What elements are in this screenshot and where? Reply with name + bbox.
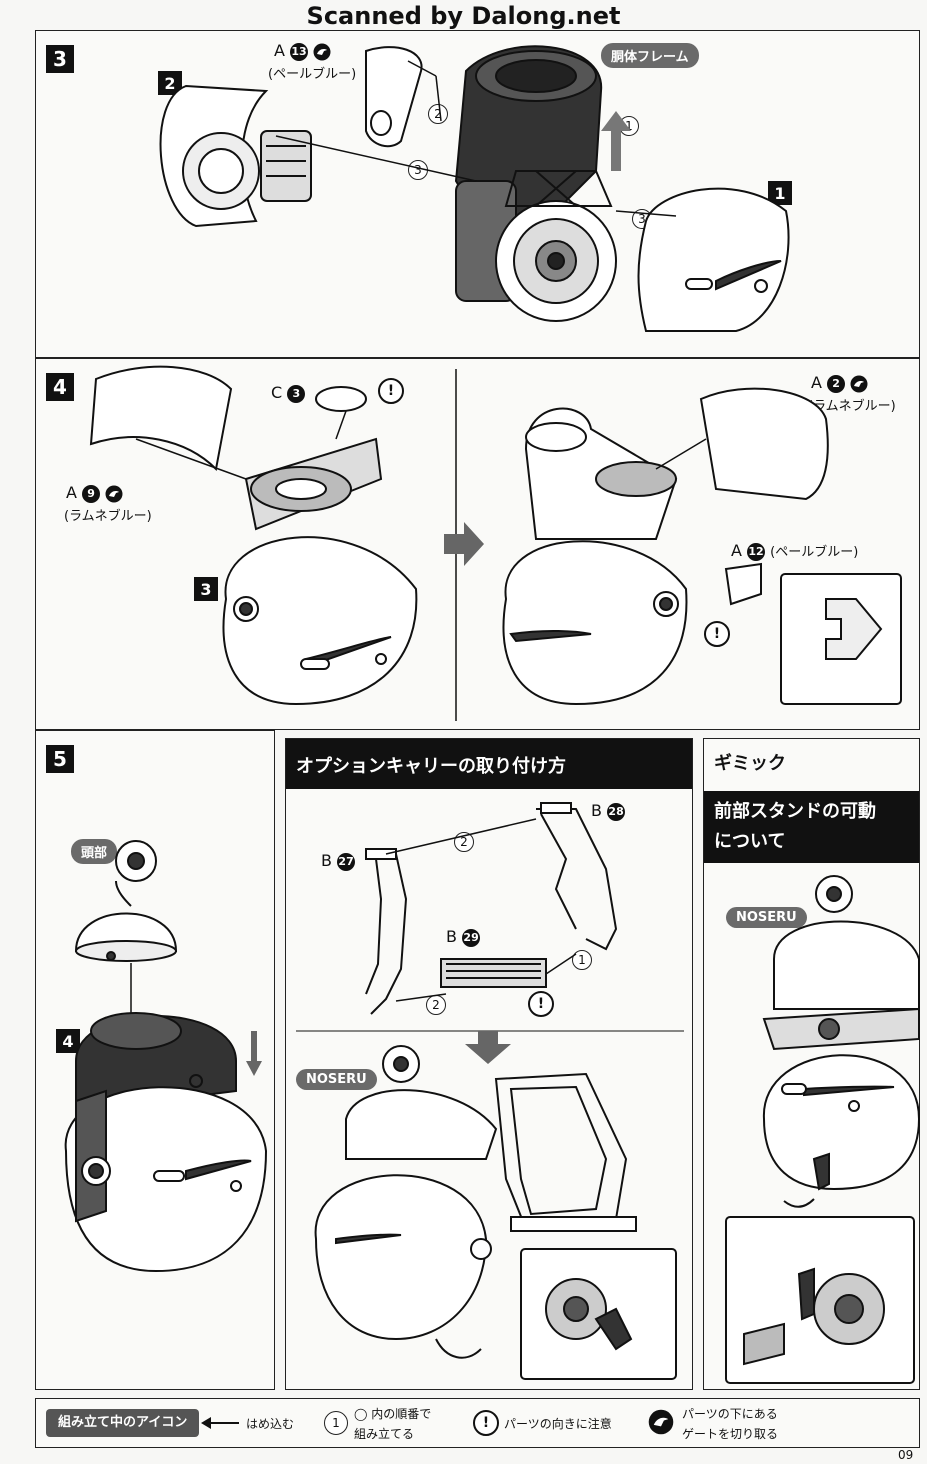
gimmick-panel: ギミック 前部スタンドの可動 について NOSERU	[703, 738, 921, 1390]
part-b28-label: B 28	[591, 801, 626, 821]
part-b29-label: B 29	[446, 927, 481, 947]
caution-icon: !	[378, 378, 404, 404]
step3-illustration	[159, 45, 790, 332]
step-number: 4	[46, 373, 74, 401]
part-a12-label: A 12 (ペールブルー)	[731, 541, 859, 561]
legend-order-line1: ◯ 内の順番で	[354, 1407, 432, 1421]
legend-caution: パーツの向きに注意	[504, 1417, 612, 1431]
snap-in-arrow-icon	[201, 1417, 239, 1429]
step-4-panel: 4 3 C 3 ! A 9 (ラムネブルー) A 2 (ラムネブルー) A 12…	[35, 358, 920, 730]
assembled-robot-drawing	[64, 1012, 268, 1273]
step-number: 5	[46, 745, 74, 773]
part-a9-color: (ラムネブルー)	[64, 509, 152, 524]
noseru-robot-drawing	[314, 1045, 637, 1341]
option-carry-title: オプションキャリーの取り付け方	[286, 739, 692, 789]
gimmick-illustration	[725, 875, 921, 1384]
step4-illustration	[89, 365, 902, 721]
step-5-panel: 5 頭部 4	[35, 730, 275, 1390]
seq-marker: 2	[428, 104, 448, 124]
option-carry-illustration	[296, 802, 684, 1380]
step-number: 3	[46, 45, 74, 73]
ref-step-3: 3	[194, 577, 218, 601]
step-3-panel: 3 2 1 胴体フレーム A 13 (ペールブルー) 2 1 3 3	[35, 30, 920, 358]
head-drawing	[74, 840, 178, 962]
robot-body-left	[89, 365, 418, 706]
gate-cut-icon	[105, 485, 123, 503]
side-shell-drawing	[159, 84, 312, 228]
frame-label: 胴体フレーム	[601, 43, 699, 68]
noseru-label: NOSERU	[726, 907, 807, 928]
gimmick-subtitle: 前部スタンドの可動 について	[704, 791, 919, 863]
order-circle-icon: 1	[324, 1411, 348, 1435]
part-a9-label: A 9	[66, 483, 123, 503]
part-c3-label: C 3	[271, 383, 306, 403]
legend-order-line2: 組み立てる	[354, 1427, 415, 1441]
robot-body-right	[502, 387, 829, 706]
ref-step-2: 2	[158, 71, 182, 95]
gate-cut-icon	[648, 1409, 674, 1435]
caution-icon: !	[528, 991, 554, 1017]
noseru-label: NOSERU	[296, 1069, 377, 1090]
gate-cut-icon	[313, 43, 331, 61]
page-number: 09	[898, 1448, 914, 1462]
part-a2-label: A 2	[811, 373, 868, 393]
option-carry-panel: オプションキャリーの取り付け方 B 27 B 28 B 29 2 2 1 ! N…	[285, 738, 693, 1390]
scan-credit: Scanned by Dalong.net	[0, 2, 927, 32]
front-shell-drawing	[637, 187, 790, 332]
head-label: 頭部	[71, 839, 118, 864]
rotation-detail	[435, 1248, 677, 1380]
body-frame-drawing	[454, 45, 617, 322]
part-a13-label: A 13	[274, 41, 331, 61]
legend-snap-in: はめ込む	[246, 1417, 295, 1431]
caution-icon: !	[473, 1410, 499, 1436]
part-a13-color: (ペールブルー)	[268, 67, 357, 82]
ref-step-4: 4	[56, 1029, 80, 1053]
gimmick-robot-drawing	[725, 875, 921, 1384]
part-a2-color: (ラムネブルー)	[808, 399, 896, 414]
detail-callout	[780, 573, 902, 705]
part-b27-label: B 27	[321, 851, 356, 871]
legend-gate-line2: ゲートを切り取る	[682, 1427, 779, 1441]
gate-cut-icon	[850, 375, 868, 393]
legend-bar: 組み立て中のアイコン はめ込む 1 ◯ 内の順番で 組み立てる ! パーツの向き…	[35, 1398, 920, 1448]
legend-gate-line1: パーツの下にある	[682, 1407, 778, 1421]
carry-frame-parts	[365, 802, 618, 1015]
legend-label: 組み立て中のアイコン	[46, 1409, 200, 1437]
seq-marker: 1	[572, 950, 592, 970]
gimmick-title: ギミック	[714, 753, 786, 774]
caution-icon: !	[704, 621, 730, 647]
step5-illustration	[64, 840, 268, 1273]
pale-part-drawing	[365, 46, 423, 148]
